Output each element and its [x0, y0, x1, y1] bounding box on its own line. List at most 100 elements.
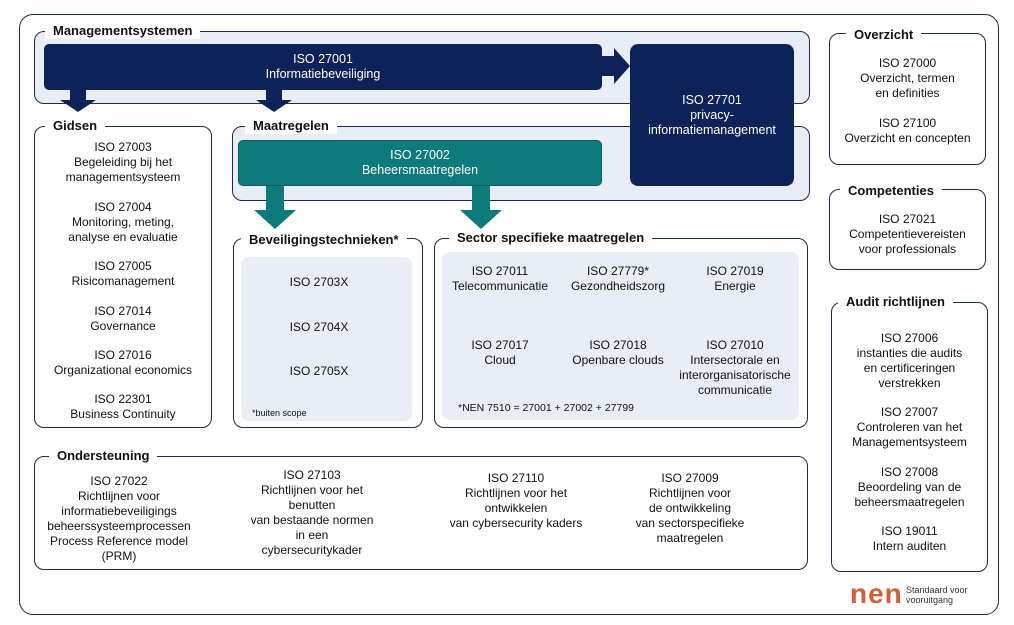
iso27002-box: ISO 27002 Beheersmaatregelen: [238, 140, 602, 186]
gidsen-title: Gidsen: [45, 118, 106, 134]
arrow-27001-to-maatregelen: [256, 90, 292, 112]
item-line: maatregelen: [656, 531, 724, 545]
gidsen-item-27004: ISO 27004 Monitoring, meting, analyse en…: [34, 200, 212, 245]
item-line: Business Continuity: [70, 407, 176, 421]
nen-logo-mark: nen: [850, 578, 903, 609]
gidsen-item-27005: ISO 27005 Risicomanagement: [34, 259, 212, 289]
item-line: analyse en evaluatie: [68, 230, 178, 244]
overzicht-title: Overzicht: [846, 27, 922, 43]
ondersteuning-title: Ondersteuning: [49, 448, 158, 464]
iso-code: ISO 27022: [90, 474, 148, 488]
iso-code: ISO 27011: [471, 264, 529, 278]
iso-code: ISO 27010: [706, 338, 764, 352]
iso-code: ISO 27019: [706, 264, 764, 278]
iso27701-name-line1: privacy-: [690, 107, 734, 122]
item-line: en certificeringen: [863, 361, 956, 375]
item-line: van bestaande normen: [250, 513, 374, 527]
iso27002-code: ISO 27002: [390, 148, 450, 162]
iso27001-name: Informatiebeveiliging: [265, 67, 381, 81]
item-line: managementsysteem: [65, 170, 181, 184]
sector-item-27779: ISO 27779* Gezondheidszorg: [558, 264, 678, 294]
iso27701-name-line2: informatiemanagement: [648, 122, 776, 137]
item-line: Beoordeling van de: [857, 480, 962, 494]
gidsen-item-27016: ISO 27016 Organizational economics: [34, 348, 212, 378]
sector-title: Sector specifieke maatregelen: [449, 230, 653, 246]
arrow-27001-to-27701: [602, 48, 630, 84]
item-line: Controleren van het: [856, 420, 963, 434]
ondersteuning-item-27022: ISO 27022 Richtlijnen voor informatiebev…: [34, 474, 204, 564]
item-line: (PRM): [101, 549, 137, 563]
ondersteuning-item-27103: ISO 27103 Richtlijnen voor het benutten …: [232, 468, 392, 558]
competenties-item-27021: ISO 27021 Competentievereisten voor prof…: [829, 212, 986, 257]
item-line: Begeleiding bij het: [73, 155, 173, 169]
item-line: interorganisatorische: [679, 368, 791, 382]
iso27001-box: ISO 27001 Informatiebeveiliging: [44, 44, 602, 90]
item-line: beheerssysteemprocessen: [47, 519, 191, 533]
item-line: Telecommunicatie: [451, 279, 549, 293]
gidsen-item-22301: ISO 22301 Business Continuity: [34, 392, 212, 422]
ondersteuning-panel: [34, 456, 808, 570]
audit-item-27006: ISO 27006 instanties die audits en certi…: [831, 331, 988, 391]
sector-item-27011: ISO 27011 Telecommunicatie: [442, 264, 558, 294]
competenties-panel: [829, 189, 986, 270]
item-line: Richtlijnen voor het: [260, 483, 364, 497]
item-line: instanties die audits: [856, 346, 963, 360]
item-line: ontwikkelen: [484, 501, 548, 515]
arrow-27002-to-beveiligingstechnieken: [254, 186, 296, 229]
item-line: Intersectorale en: [690, 353, 780, 367]
item-line: Overzicht, termen: [860, 71, 955, 85]
item-line: Process Reference model: [49, 534, 189, 548]
iso-2703x: ISO 2703X: [289, 275, 349, 289]
iso-code: ISO 27018: [589, 338, 647, 352]
nen-logo: nen Standaard voor vooruitgang: [850, 580, 980, 610]
item-line: Risicomanagement: [71, 274, 175, 288]
sector-item-27018: ISO 27018 Openbare clouds: [558, 338, 678, 368]
iso-code: ISO 27004: [94, 200, 152, 214]
sector-inner: [442, 252, 799, 420]
iso-code: ISO 27021: [878, 212, 937, 226]
nen7510-note: *NEN 7510 = 27001 + 27002 + 27799: [458, 402, 635, 414]
iso-2704x: ISO 2704X: [289, 320, 349, 334]
item-line: informatiebeveiligings: [61, 504, 177, 518]
iso-code: ISO 27779*: [586, 264, 650, 278]
item-line: Richtlijnen voor: [648, 486, 732, 500]
iso-code: ISO 27016: [94, 348, 152, 362]
sector-item-27017: ISO 27017 Cloud: [442, 338, 558, 368]
iso27701-code: ISO 27701: [682, 92, 742, 107]
item-line: Monitoring, meting,: [71, 215, 175, 229]
item-line: benutten: [288, 498, 336, 512]
item-line: Overzicht en concepten: [844, 131, 971, 145]
item-line: van cybersecurity kaders: [449, 516, 583, 530]
iso-code: ISO 27014: [94, 304, 152, 318]
diagram-frame: [19, 14, 999, 615]
audit-item-27007: ISO 27007 Controleren van het Management…: [831, 405, 988, 450]
iso-code: ISO 27100: [878, 116, 937, 130]
overzicht-item-27100: ISO 27100 Overzicht en concepten: [829, 116, 986, 146]
audit-panel: [831, 302, 988, 572]
competenties-title: Competenties: [840, 183, 942, 199]
iso27701-box: ISO 27701 privacy- informatiemanagement: [630, 44, 794, 186]
managementsystemen-title: Managementsystemen: [45, 23, 201, 39]
buiten-scope-note: *buiten scope: [252, 408, 307, 418]
item-line: Richtlijnen voor: [77, 489, 161, 503]
arrow-27002-to-sector: [460, 186, 502, 229]
iso-code: ISO 27007: [880, 405, 939, 419]
iso-code: ISO 27006: [880, 331, 939, 345]
iso27001-code: ISO 27001: [293, 52, 353, 66]
item-line: beheersmaatregelen: [854, 495, 965, 509]
iso-code: ISO 27003: [94, 140, 152, 154]
gidsen-panel: [34, 126, 212, 428]
item-line: Governance: [90, 319, 156, 333]
overzicht-panel: [829, 33, 986, 165]
iso-code: ISO 27103: [283, 468, 341, 482]
item-line: verstrekken: [878, 376, 941, 390]
item-line: cybersecuritykader: [261, 543, 363, 557]
audit-title: Audit richtlijnen: [838, 294, 953, 310]
audit-item-27008: ISO 27008 Beoordeling van de beheersmaat…: [831, 465, 988, 510]
item-line: de ontwikkeling: [648, 501, 732, 515]
item-line: in een: [295, 528, 329, 542]
audit-item-19011: ISO 19011 Intern auditen: [831, 524, 988, 554]
gidsen-item-27014: ISO 27014 Governance: [34, 304, 212, 334]
item-line: Cloud: [484, 353, 516, 367]
